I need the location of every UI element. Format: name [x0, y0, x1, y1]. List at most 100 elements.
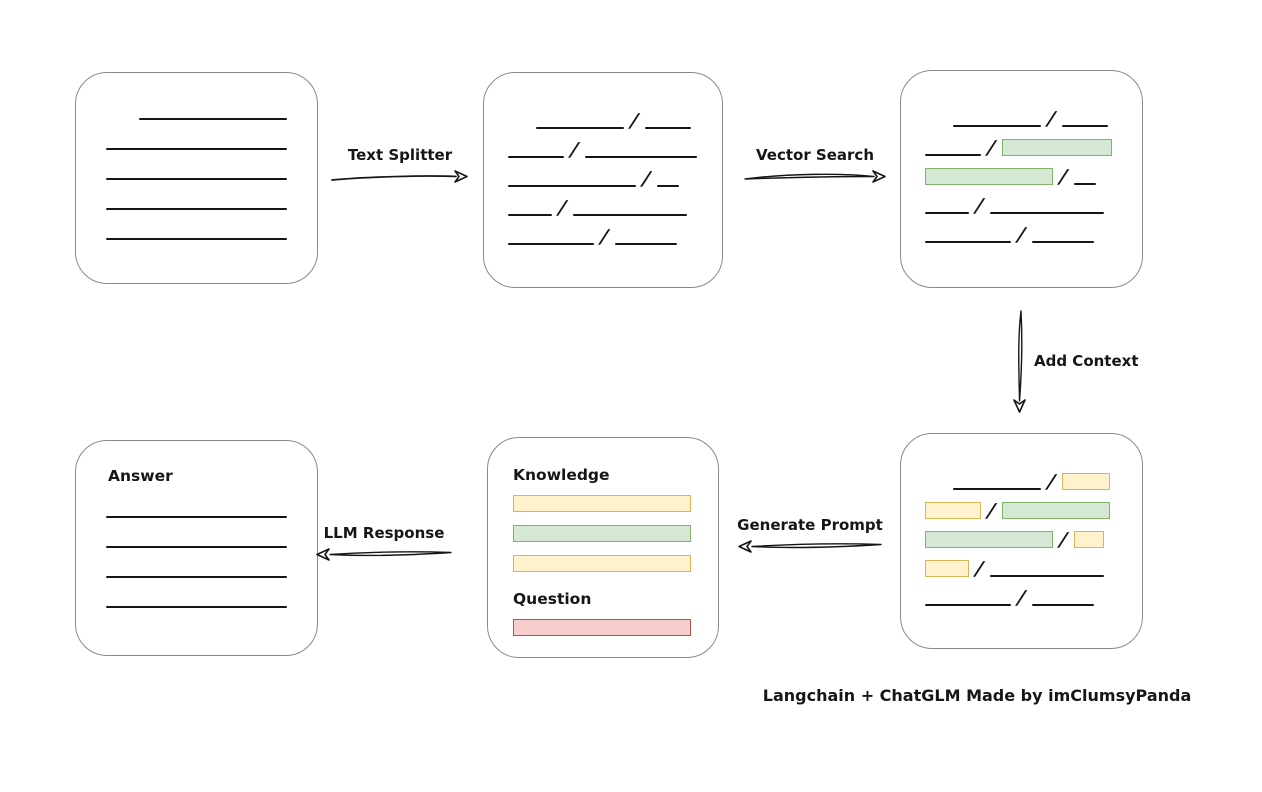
answer-box: Answer [75, 440, 318, 656]
slash-separator: / [1046, 108, 1057, 130]
vector-search-label: Vector Search [755, 146, 874, 164]
slash-separator: / [1046, 471, 1057, 493]
slash-separator: / [974, 195, 985, 217]
slash-separator: / [1058, 529, 1069, 551]
row [513, 525, 718, 542]
vector-matched-lines: / / / / / [901, 71, 1142, 246]
vector-search-arrow-icon [744, 170, 886, 183]
text-line [106, 178, 287, 180]
row [106, 162, 287, 180]
answer-lines [76, 500, 317, 608]
row [513, 619, 718, 636]
row: / [508, 110, 698, 132]
text-line [106, 208, 287, 210]
slash-separator: / [986, 137, 997, 159]
llm-response-label: LLM Response [323, 524, 445, 542]
slash-separator: / [1016, 224, 1027, 246]
row [106, 500, 287, 518]
row: / [925, 587, 1118, 609]
context-chunks-box: / / / / / [900, 433, 1143, 649]
yellow-highlight [1061, 473, 1110, 490]
text-line [1073, 183, 1096, 185]
row [106, 132, 287, 150]
text-line [572, 214, 687, 216]
slash-separator: / [986, 500, 997, 522]
text-line [953, 125, 1041, 127]
row [106, 530, 287, 548]
slash-separator: / [599, 226, 610, 248]
text-line [106, 516, 287, 518]
slash-separator: / [1058, 166, 1069, 188]
text-line [584, 156, 697, 158]
row: / [925, 558, 1118, 580]
yellow-highlight [925, 502, 981, 519]
text-line [106, 238, 287, 240]
llm-response-arrow-group: LLM Response [314, 524, 454, 566]
row: / [508, 168, 698, 190]
text-line [536, 127, 624, 129]
document-lines [76, 73, 317, 240]
yellow-highlight [513, 555, 691, 572]
text-line [508, 214, 552, 216]
add-context-label: Add Context [1034, 352, 1139, 370]
row [106, 590, 287, 608]
green-highlight [925, 168, 1053, 185]
row [513, 495, 718, 512]
text-splitter-arrow-icon [331, 170, 468, 183]
green-highlight [925, 531, 1053, 548]
row: / [925, 471, 1118, 493]
text-line [106, 546, 287, 548]
row [513, 555, 718, 572]
text-line [106, 148, 287, 150]
text-line [925, 241, 1011, 243]
text-splitter-label: Text Splitter [347, 146, 453, 164]
text-line [1061, 125, 1108, 127]
text-line [989, 575, 1104, 577]
text-line [508, 156, 564, 158]
row: / [508, 139, 698, 161]
generate-prompt-arrow-group: Generate Prompt [736, 516, 884, 558]
text-line [644, 127, 691, 129]
slash-separator: / [974, 558, 985, 580]
row: / [508, 226, 698, 248]
vector-search-arrow-group: Vector Search [742, 146, 888, 188]
knowledge-label: Knowledge [513, 466, 610, 484]
slash-separator: / [569, 139, 580, 161]
text-line [925, 212, 969, 214]
row: / [925, 166, 1118, 188]
text-line [656, 185, 679, 187]
split-chunk-lines: / / / / / [484, 73, 722, 248]
text-line [106, 576, 287, 578]
row [106, 102, 287, 120]
yellow-highlight [513, 495, 691, 512]
text-splitter-arrow-group: Text Splitter [330, 146, 470, 188]
text-line [614, 243, 677, 245]
green-highlight [513, 525, 691, 542]
answer-label: Answer [108, 467, 173, 485]
question-label: Question [513, 590, 592, 608]
text-line [925, 154, 981, 156]
row [106, 222, 287, 240]
row: / [925, 529, 1118, 551]
text-line [953, 488, 1041, 490]
source-document-box [75, 72, 318, 284]
yellow-highlight [925, 560, 969, 577]
text-line [508, 243, 594, 245]
vector-matched-box: / / / / / [900, 70, 1143, 288]
text-line [1031, 241, 1094, 243]
context-chunk-lines: / / / / / [901, 434, 1142, 609]
llm-response-arrow-icon [316, 548, 452, 561]
slash-separator: / [557, 197, 568, 219]
slash-separator: / [1016, 587, 1027, 609]
slash-separator: / [641, 168, 652, 190]
row [106, 192, 287, 210]
question-bar [513, 619, 718, 636]
knowledge-bars [513, 495, 718, 572]
row: / [925, 108, 1118, 130]
green-highlight [1001, 139, 1112, 156]
split-chunks-box: / / / / / [483, 72, 723, 288]
text-line [106, 606, 287, 608]
green-highlight [1001, 502, 1110, 519]
prompt-box: Knowledge Question [487, 437, 719, 658]
